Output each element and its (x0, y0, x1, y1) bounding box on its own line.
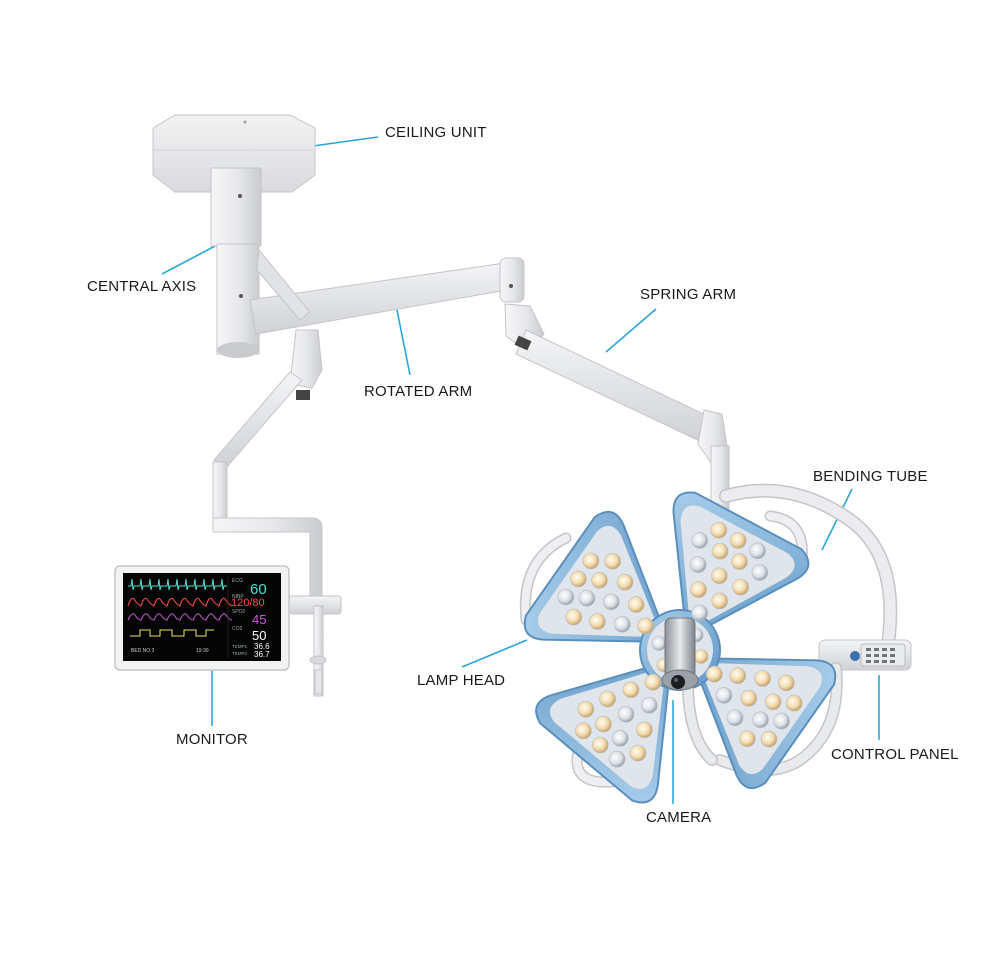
led-bulb (613, 615, 631, 633)
co2-value: 50 (252, 628, 266, 643)
led-bulb (627, 596, 645, 613)
led-bulb (751, 564, 769, 581)
led-bulb (754, 670, 771, 687)
led-bulb (711, 542, 729, 560)
led-bulb (636, 721, 653, 739)
spo2-value: 45 (252, 612, 266, 627)
led-bulb (599, 690, 616, 708)
led-bulb (740, 689, 758, 707)
rotated-arm (249, 248, 525, 335)
led-bulb (617, 705, 635, 723)
label-camera: CAMERA (646, 809, 712, 826)
led-bulb (602, 593, 620, 611)
time-value: 19:30 (196, 648, 209, 654)
led-bulb (570, 570, 587, 588)
led-bulb (729, 667, 747, 685)
bed-label: BED NO 3 (131, 648, 155, 654)
monitor: ECG 60 NIBP 120/80 SPO2 45 CO2 50 TEMP1 … (114, 565, 290, 671)
led-bulb (690, 581, 707, 598)
spring-arm (504, 303, 730, 511)
led-bulb (557, 588, 575, 606)
led-bulb (575, 722, 592, 740)
led-bulb (644, 673, 662, 691)
temp2-label: TEMP2 (232, 651, 248, 656)
led-bulb (711, 592, 729, 610)
heart-rate-value: 60 (250, 581, 267, 598)
label-monitor: MONITOR (176, 731, 248, 748)
led-bulb (764, 693, 782, 711)
label-spring-arm: SPRING ARM (640, 286, 737, 303)
led-bulb (565, 608, 583, 626)
led-bulb (732, 578, 749, 596)
led-bulb (591, 571, 608, 589)
temp1-label: TEMP1 (232, 644, 248, 649)
led-bulb (729, 532, 747, 549)
temp1-value: 36.6 (254, 642, 270, 651)
temp2-value: 36.7 (254, 650, 270, 659)
led-bulb (752, 711, 769, 729)
bending-tube (719, 483, 898, 651)
led-bulb (715, 687, 733, 704)
led-bulb (773, 712, 790, 730)
led-bulb (577, 700, 595, 718)
label-rotated-arm: ROTATED ARM (364, 383, 473, 400)
led-bulb (578, 589, 596, 607)
label-ceiling-unit: CEILING UNIT (385, 124, 487, 141)
led-bulb (622, 681, 640, 699)
monitor-arm (212, 329, 342, 697)
label-bending-tube: BENDING TUBE (813, 468, 928, 485)
nibp-label: NIBP (232, 594, 244, 600)
led-bulb (738, 730, 756, 748)
label-control-panel: CONTROL PANEL (831, 746, 959, 763)
co2-label: CO2 (232, 626, 243, 632)
led-bulb (611, 729, 629, 747)
led-bulb (640, 696, 658, 714)
label-central-axis: CENTRAL AXIS (87, 278, 197, 295)
led-bulb (689, 556, 707, 573)
led-bulb (595, 715, 612, 733)
led-bulb (691, 532, 709, 549)
blood-pressure-value: 120/80 (231, 597, 265, 609)
led-bulb (706, 665, 723, 683)
central-axis (210, 167, 262, 358)
led-bulb (589, 613, 606, 630)
led-bulb (760, 730, 778, 748)
led-bulb (651, 636, 667, 651)
led-bulb (710, 521, 728, 539)
led-bulb (693, 649, 709, 664)
led-bulb (604, 552, 622, 570)
camera (661, 617, 699, 691)
led-bulb (726, 709, 744, 727)
led-bulb (608, 750, 626, 768)
led-bulb (711, 567, 728, 585)
spo2-label: SPO2 (232, 609, 246, 615)
led-bulb (637, 617, 654, 635)
led-bulb (629, 744, 647, 762)
led-bulb (582, 552, 600, 570)
led-bulb (616, 573, 634, 591)
led-bulb (731, 553, 748, 570)
label-lamp-head: LAMP HEAD (417, 672, 506, 689)
led-bulb (785, 694, 803, 712)
led-bulb (749, 542, 766, 560)
ecg-label: ECG (232, 578, 243, 584)
led-bulb (591, 736, 609, 754)
led-bulb (691, 604, 709, 622)
led-bulb (777, 674, 795, 692)
